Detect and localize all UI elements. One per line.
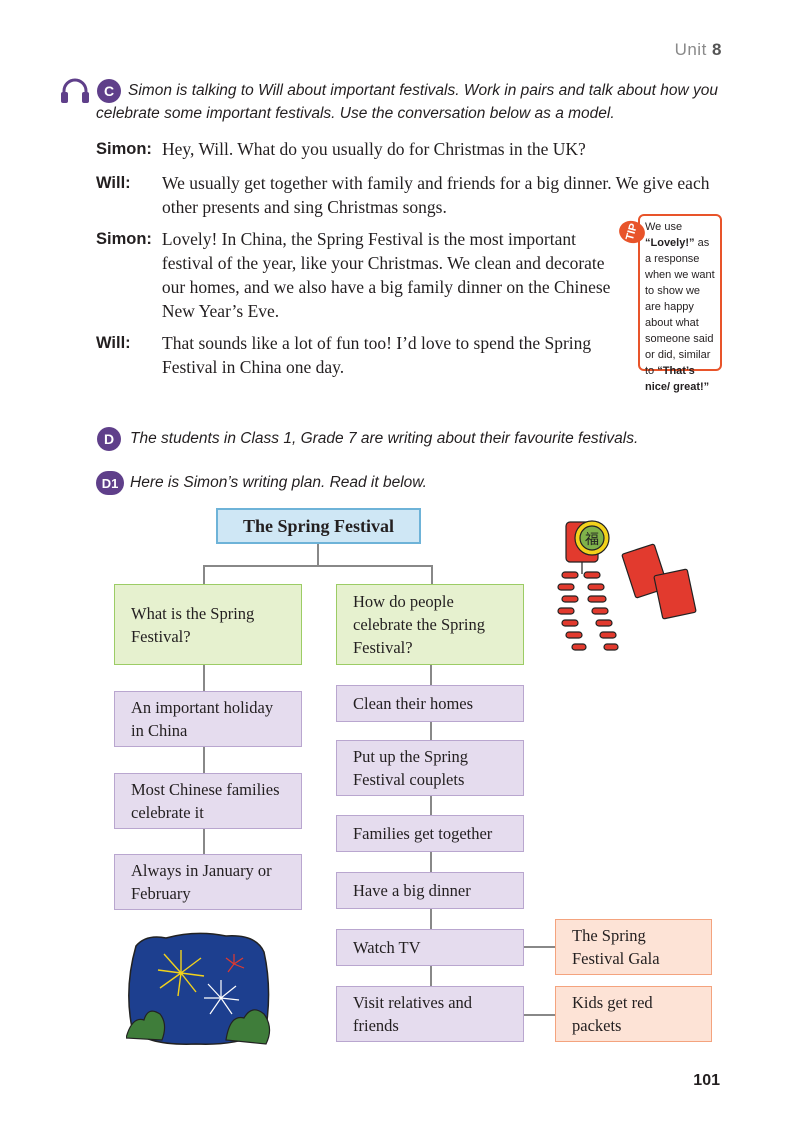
dialogue-text: That sounds like a lot of fun too! I’d l… [162, 333, 592, 377]
tip-box: We use “Lovely!” as a response when we w… [638, 214, 722, 393]
plan-right-item: Have a big dinner [336, 872, 524, 909]
dialogue-text: Hey, Will. What do you usually do for Ch… [162, 139, 586, 159]
fireworks-illustration [126, 932, 271, 1045]
plan-right-item: Visit relatives and friends [336, 986, 524, 1042]
connector [431, 565, 433, 585]
unit-number: 8 [712, 40, 722, 59]
dialogue-text: We usually get together with family and … [162, 173, 710, 217]
speaker-label: Will: [96, 174, 131, 192]
connector [203, 565, 205, 585]
section-c-instruction: Simon is talking to Will about important… [96, 82, 718, 122]
plan-right-item: Put up the Spring Festival couplets [336, 740, 524, 796]
plan-title: The Spring Festival [216, 508, 421, 544]
headphones-icon [61, 78, 89, 103]
plan-right-heading: How do people celebrate the Spring Festi… [336, 584, 524, 665]
plan-right-item: Watch TV [336, 929, 524, 966]
plan-side-item: Kids get red packets [555, 986, 712, 1042]
connector [203, 565, 433, 567]
dialogue-line-3: Simon: Lovely! In China, the Spring Fest… [96, 227, 621, 323]
speaker-label: Simon: [96, 230, 152, 248]
speaker-label: Will: [96, 334, 131, 352]
dialogue-line-1: Simon: Hey, Will. What do you usually do… [96, 137, 726, 161]
plan-left-heading: What is the Spring Festival? [114, 584, 302, 665]
section-c-badge: C [97, 79, 121, 103]
section-d1-instruction: Here is Simon’s writing plan. Read it be… [130, 474, 427, 491]
dialogue-text: Lovely! In China, the Spring Festival is… [161, 229, 611, 321]
connector [523, 1014, 556, 1016]
section-d1-badge: D1 [96, 471, 124, 495]
dialogue-line-4: Will: That sounds like a lot of fun too!… [96, 331, 621, 379]
plan-left-item: Most Chinese families celebrate it [114, 773, 302, 829]
plan-side-item: The Spring Festival Gala [555, 919, 712, 975]
speaker-label: Simon: [96, 140, 152, 158]
plan-right-item: Families get together [336, 815, 524, 852]
dialogue-line-2: Will: We usually get together with famil… [96, 171, 726, 219]
svg-text:福: 福 [585, 532, 599, 548]
connector [317, 543, 319, 566]
section-d-instruction: The students in Class 1, Grade 7 are wri… [130, 430, 639, 447]
section-d-badge: D [97, 427, 121, 451]
plan-right-item: Clean their homes [336, 685, 524, 722]
connector [523, 946, 556, 948]
page-number: 101 [693, 1072, 720, 1089]
firecracker-illustration: 福 [557, 520, 697, 651]
unit-label: Unit 8 [674, 40, 722, 59]
plan-left-item: Always in January or February [114, 854, 302, 910]
plan-left-item: An important holiday in China [114, 691, 302, 747]
connector [203, 664, 205, 856]
